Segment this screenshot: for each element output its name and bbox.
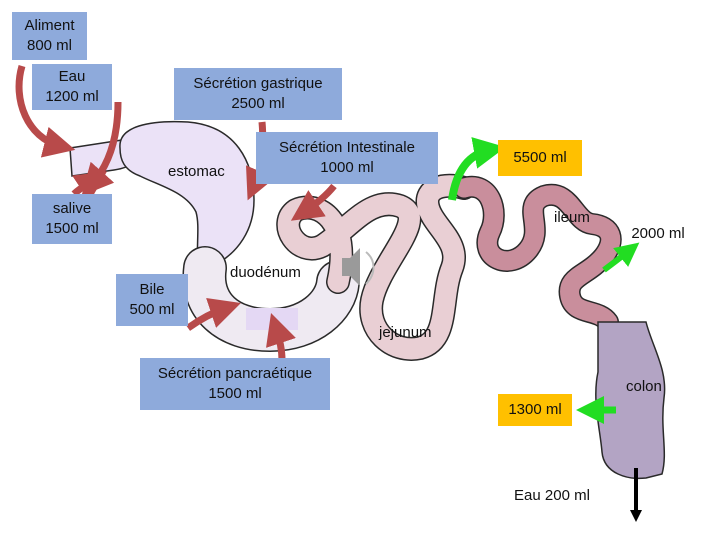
jejunum-label: jejunum: [379, 324, 432, 341]
fecal-water-box: Eau 200 ml: [514, 487, 590, 504]
duodenum-label: duodénum: [230, 264, 301, 281]
speaker-icon[interactable]: [342, 248, 375, 286]
secretion-intestinale-box: Sécrétion Intestinale 1000 ml: [256, 132, 438, 184]
colon: [595, 321, 666, 480]
bile-arrow: [185, 298, 241, 331]
colon-absorption-box: 1300 ml: [498, 394, 572, 426]
salive-box: salive 1500 ml: [32, 194, 112, 244]
eau-box: Eau 1200 ml: [32, 64, 112, 110]
pancreatic-arrow: [266, 313, 296, 361]
pancreatic-duct-patch: [246, 308, 298, 330]
bile-box: Bile 500 ml: [116, 274, 188, 326]
ileum-absorption-box: 2000 ml: [631, 225, 685, 242]
aliment-box: Aliment 800 ml: [12, 12, 87, 60]
secretion-pancreatique-box: Sécrétion pancraétique 1500 ml: [140, 358, 330, 410]
ileum-label: ileum: [554, 209, 590, 226]
stomach: [119, 120, 255, 271]
salive-arrow: [71, 171, 108, 202]
estomac-label: estomac: [168, 163, 225, 180]
secretion-gastrique-box: Sécrétion gastrique 2500 ml: [174, 68, 342, 120]
intestinal-arrow: [290, 183, 337, 221]
jejunum-absorption-box: 5500 ml: [498, 140, 582, 176]
aliment-arrow: [15, 65, 76, 158]
jejunum-absorption-arrow: [448, 137, 506, 201]
colon-label: colon: [626, 378, 662, 395]
ileum-absorption-arrow: [602, 242, 640, 273]
